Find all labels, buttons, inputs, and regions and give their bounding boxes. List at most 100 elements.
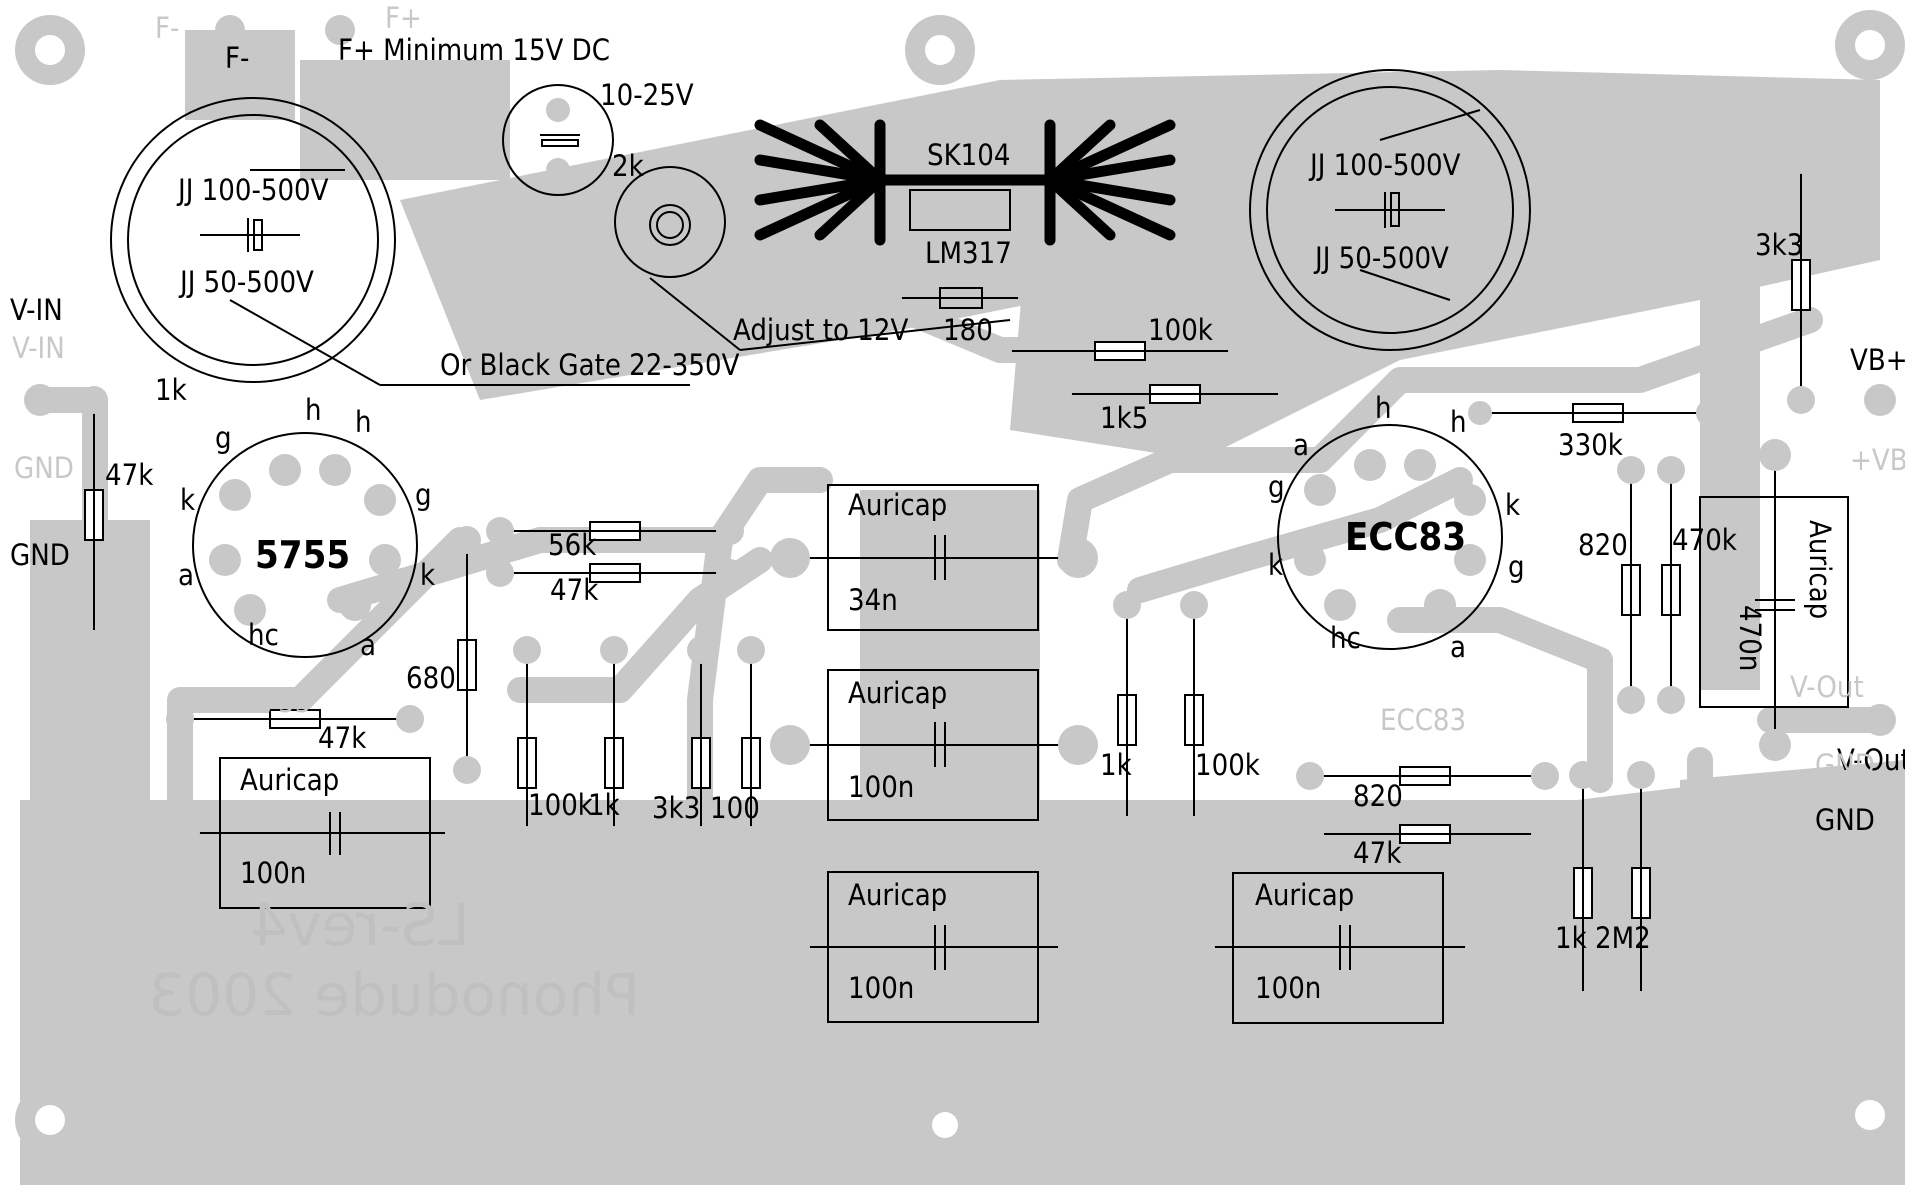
tube-ecc83-pin-6: [1424, 589, 1456, 621]
label-lm317: LM317: [925, 236, 1012, 270]
label-r3k3: 3k3: [652, 791, 700, 825]
mounting-hole-br: [1835, 1080, 1905, 1150]
label-f-plus-ghost: F+: [385, 1, 422, 35]
trace-right-vb: [1307, 307, 1823, 473]
label-r820-right: 820: [1578, 528, 1628, 562]
heatsink: [754, 119, 1176, 246]
pin-5755-g-right: g: [415, 478, 432, 512]
label-r56k: 56k: [548, 528, 597, 562]
adjust-leader-1: [649, 277, 741, 351]
heatsink-fin-r6: [1044, 174, 1116, 241]
cap-100n-a-value: 100n: [848, 770, 914, 804]
pot-outline: [614, 166, 726, 278]
pin-5755-a-right: a: [360, 628, 376, 662]
tube-ecc83-pin-2: [1354, 449, 1386, 481]
label-r100k-top: 100k: [1148, 313, 1214, 347]
filament-trace-left: [185, 30, 295, 120]
label-r100k: 100k: [528, 788, 594, 822]
label-r100: 100: [710, 791, 760, 825]
pin-ecc83-h2: h: [1450, 405, 1467, 439]
label-180: 180: [943, 313, 993, 347]
cap-100n-left-brand: Auricap: [240, 763, 339, 797]
small-cap-plate-2: [541, 139, 579, 147]
tube-ecc83-ghost: ECC83: [1380, 703, 1466, 737]
heatsink-fin-r5: [1044, 119, 1116, 186]
mounting-hole-bl: [15, 1085, 85, 1155]
pin-ecc83-k-left: k: [1268, 548, 1284, 582]
label-r680: 680: [406, 661, 456, 695]
left-cap-outline-inner: [127, 114, 379, 366]
label-left-cap-bottom: JJ 50-500V: [178, 265, 314, 299]
pot-knob: [649, 204, 691, 246]
pin-5755-hc: hc: [248, 618, 279, 652]
tube-ecc83-pin-5: [1454, 544, 1486, 576]
heatsink-fin-l4: [754, 174, 886, 241]
center-pour: [860, 490, 1040, 1050]
tube-5755-pin-6: [339, 589, 371, 621]
label-f-minus: F-: [225, 41, 249, 75]
label-r470k: 470k: [1672, 523, 1738, 557]
right-cap-outline-outer: [1249, 69, 1531, 351]
pin-5755-a-left: a: [178, 558, 194, 592]
label-black-gate: Or Black Gate 22-350V: [440, 348, 740, 382]
watermark: LS-rev4 Phonodude 2003: [148, 891, 640, 1029]
trace-ecc-grid: [1127, 467, 1473, 603]
tube-ecc83-pin-1: [1304, 474, 1336, 506]
cap-boxes: [180, 470, 1849, 1024]
heatsink-fin-r1: [1044, 119, 1176, 186]
label-gnd-right: GND: [1815, 803, 1875, 837]
heatsink-fin-l6: [814, 174, 886, 241]
mounting-holes: [15, 10, 1905, 1155]
label-r2m2: 2M2: [1595, 921, 1651, 955]
label-r820: 820: [1353, 779, 1403, 813]
cap-34n-value: 34n: [848, 583, 898, 617]
pin-ecc83-h1: h: [1375, 391, 1392, 425]
tube-ecc83-pin-3: [1404, 449, 1436, 481]
tube-ecc83-pin-8: [1294, 544, 1326, 576]
tube-5755-ghost: 5755: [245, 685, 311, 719]
label-vb-plus: VB+: [1850, 343, 1905, 377]
right-cap-leader-1: [1379, 109, 1481, 141]
filament-bridge: [300, 60, 510, 180]
tube-5755-pin-4: [364, 484, 396, 516]
resistor-leads: [93, 160, 1802, 1005]
lm317-outline: [909, 189, 1011, 231]
heatsink-fin-r4: [1044, 174, 1176, 241]
tube-ecc83-name: ECC83: [1345, 515, 1466, 559]
tube-pins: [209, 449, 1486, 626]
mounting-hole-tl: [15, 15, 85, 85]
pin-ecc83-a-left: a: [1293, 428, 1309, 462]
label-f-minus-ghost: F-: [155, 11, 179, 45]
cap-100n-right-brand: Auricap: [1255, 878, 1354, 912]
label-right-cap-top: JJ 100-500V: [1308, 148, 1461, 182]
cap-100n-b-brand: Auricap: [848, 878, 947, 912]
cap-100n-a-brand: Auricap: [848, 676, 947, 710]
trace-right-1: [1057, 447, 1333, 573]
small-cap-outline: [502, 84, 614, 196]
mounting-hole-tc: [905, 15, 975, 85]
pin-ecc83-hc: hc: [1330, 621, 1361, 655]
heatsink-fin-l1: [754, 119, 886, 186]
tube-5755-pin-5: [369, 544, 401, 576]
cap-470n-value: 470n: [1733, 605, 1767, 671]
trace-right-low: [1567, 747, 1713, 1013]
cap-100n-left-value: 100n: [240, 856, 306, 890]
cap-pads: [160, 439, 1791, 967]
label-adjust: Adjust to 12V: [733, 313, 908, 347]
right-cap-plate-2: [1390, 192, 1400, 227]
label-pot: 2k: [612, 149, 645, 183]
mounting-hole-tr: [1835, 10, 1905, 80]
pin-5755-h2: h: [355, 405, 372, 439]
label-v-out: V-Out: [1837, 743, 1905, 777]
tube-5755-pin-8: [209, 544, 241, 576]
adjust-leader-2: [739, 319, 1011, 351]
label-r1k-tube-left: 1k: [155, 373, 188, 407]
label-gnd-right-ghost: GND: [1815, 748, 1875, 782]
resistor-pads: [24, 15, 1896, 1019]
label-vb-plus-ghost: +VB: [1850, 443, 1905, 477]
label-sk104: SK104: [927, 138, 1010, 172]
pin-ecc83-k-right: k: [1505, 488, 1521, 522]
pin-ecc83-g-right: g: [1508, 550, 1525, 584]
watermark-line2: Phonodude 2003: [148, 961, 640, 1029]
